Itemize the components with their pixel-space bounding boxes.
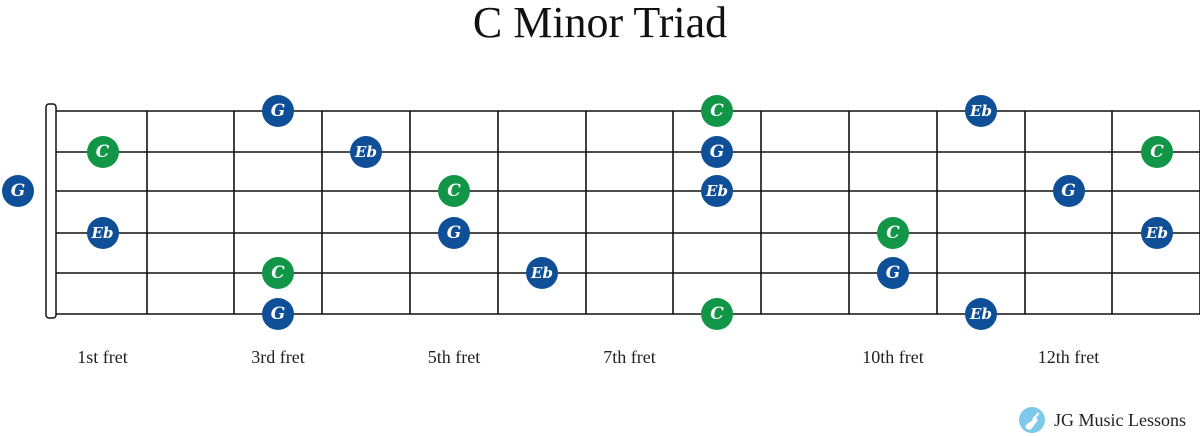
note-eb-string3-fret1: Eb — [86, 217, 119, 249]
brand: JG Music Lessons — [1018, 406, 1186, 434]
fret-label-1: 1st fret — [77, 347, 128, 367]
note-g-string5-fret8: G — [701, 136, 733, 168]
note-g-string6-fret3: G — [262, 95, 294, 127]
note-c-string5-fret1: C — [86, 136, 119, 168]
frets-group — [146, 111, 1200, 314]
note-g-string2-fret10: G — [877, 257, 909, 289]
note-c-string6-fret8: C — [701, 95, 733, 127]
fret-label-3: 3rd fret — [251, 347, 305, 367]
fret-label-10: 10th fret — [862, 347, 924, 367]
note-eb-string6-fret11: Eb — [965, 95, 997, 127]
note-g-string1-fret3: G — [262, 298, 294, 330]
note-c-string5-fret13: C — [1141, 136, 1173, 168]
note-g-string4-fret0: G — [2, 175, 34, 207]
strings-group — [56, 110, 1200, 315]
note-g-string4-fret12: G — [1052, 175, 1085, 207]
note-c-string2-fret3: C — [262, 257, 294, 289]
note-g-string3-fret5: G — [438, 217, 470, 249]
note-eb-string5-fret4: Eb — [350, 136, 382, 168]
guitar-logo-icon — [1018, 407, 1045, 433]
fret-label-12: 12th fret — [1037, 347, 1100, 367]
note-eb-string3-fret13: Eb — [1141, 217, 1173, 249]
note-eb-string1-fret11: Eb — [965, 298, 997, 330]
note-c-string4-fret5: C — [438, 175, 470, 207]
note-eb-string4-fret8: Eb — [701, 175, 733, 207]
note-c-string1-fret8: C — [701, 298, 733, 330]
note-eb-string2-fret6: Eb — [526, 257, 558, 289]
fret-label-7: 7th fret — [603, 347, 656, 367]
note-c-string3-fret10: C — [877, 217, 909, 249]
brand-text: JG Music Lessons — [1053, 409, 1186, 430]
nut — [45, 103, 57, 319]
fret-label-5: 5th fret — [427, 347, 481, 367]
diagram-title: C Minor Triad — [472, 0, 728, 47]
